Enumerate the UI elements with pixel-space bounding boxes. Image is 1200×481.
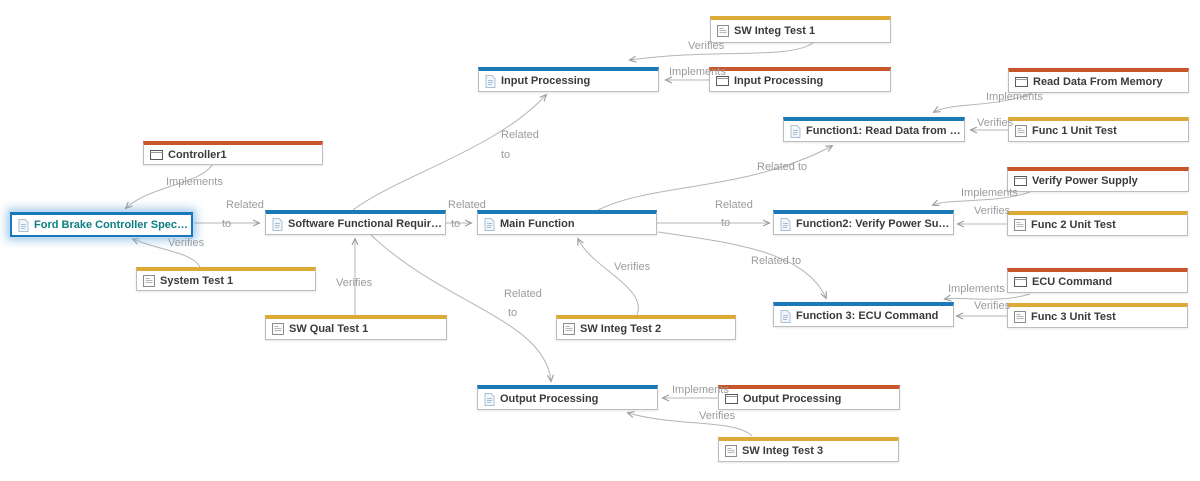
node-output-processing-spec[interactable]: Output Processing <box>477 385 658 410</box>
node-verify-power-supply-block[interactable]: Verify Power Supply <box>1007 167 1189 192</box>
node-label: ECU Command <box>1032 276 1113 288</box>
node-label: Verify Power Supply <box>1032 175 1138 187</box>
simulink-block-icon <box>716 76 729 86</box>
node-func-2-unit-test[interactable]: Func 2 Unit Test <box>1007 211 1188 236</box>
edge-label-to: to <box>222 218 232 230</box>
edge-controller1-implements-ford-brake[interactable] <box>124 164 213 210</box>
edge-verify-power-supply-implements-function2[interactable] <box>931 191 1031 207</box>
requirement-doc-icon <box>780 309 791 323</box>
node-sw-integ-test-1[interactable]: SW Integ Test 1 <box>710 16 891 43</box>
node-ecu-command-block[interactable]: ECU Command <box>1007 268 1188 293</box>
edge-label-verifies: Verifies <box>336 277 373 289</box>
edge-sw-integ-test-1-verifies-input-processing[interactable] <box>628 42 814 63</box>
requirement-doc-icon <box>484 392 495 406</box>
edge-read-data-block-implements-function1[interactable] <box>932 92 1033 113</box>
simulink-block-icon <box>725 394 738 404</box>
edge-system-test-1-verifies-ford-brake[interactable] <box>131 238 201 268</box>
edge-label-related: Related <box>226 199 264 211</box>
node-read-data-from-memory-block[interactable]: Read Data From Memory <box>1008 68 1189 93</box>
simulink-block-icon <box>1014 176 1027 186</box>
edge-label-verifies: Verifies <box>168 237 205 249</box>
node-label: System Test 1 <box>160 274 234 287</box>
edge-sfr-related-to-input-processing[interactable] <box>352 93 548 211</box>
requirement-doc-icon <box>484 217 495 231</box>
node-label: SW Integ Test 2 <box>580 323 662 335</box>
node-label: Function 3: ECU Command <box>796 310 939 322</box>
node-ford-brake-controller-specification[interactable]: Ford Brake Controller Specification <box>10 212 193 237</box>
test-icon <box>1015 125 1027 137</box>
edge-sw-integ-test-3-verifies-output-processing[interactable] <box>626 411 753 437</box>
edge-sw-integ-test-2-verifies-main-function[interactable] <box>577 237 639 316</box>
edge-label-implements: Implements <box>948 283 1005 295</box>
simulink-block-icon <box>1014 277 1027 287</box>
edge-label-to: to <box>508 307 518 319</box>
node-system-test-1[interactable]: System Test 1 <box>136 267 316 291</box>
node-func-1-unit-test[interactable]: Func 1 Unit Test <box>1008 117 1189 142</box>
test-icon <box>717 25 729 37</box>
test-icon <box>1014 311 1026 323</box>
requirement-doc-icon <box>18 218 29 232</box>
edge-label-verifies: Verifies <box>974 205 1011 217</box>
edge-label-related: Related <box>501 129 539 141</box>
node-label: Ford Brake Controller Specification <box>34 219 191 231</box>
node-label: Main Function <box>500 218 575 230</box>
edge-label-related-to: Related to <box>757 161 808 173</box>
node-label: Input Processing <box>734 75 824 87</box>
node-label: Function2: Verify Power Supply <box>796 218 953 230</box>
node-main-function[interactable]: Main Function <box>477 210 657 235</box>
node-input-processing-spec[interactable]: Input Processing <box>478 67 659 92</box>
edge-label-to: to <box>501 149 511 161</box>
requirement-doc-icon <box>485 74 496 88</box>
test-icon <box>563 323 575 335</box>
edge-label-related-to: Related to <box>751 255 802 267</box>
node-output-processing-block[interactable]: Output Processing <box>718 385 900 410</box>
requirement-doc-icon <box>780 217 791 231</box>
node-function2-verify-power-supply[interactable]: Function2: Verify Power Supply <box>773 210 954 235</box>
node-label: Output Processing <box>500 393 599 405</box>
test-icon <box>143 274 155 287</box>
edge-label-verifies: Verifies <box>974 300 1011 312</box>
node-sw-integ-test-3[interactable]: SW Integ Test 3 <box>718 437 899 462</box>
node-label: Read Data From Memory <box>1033 76 1163 88</box>
edge-label-related: Related <box>504 288 542 300</box>
node-label: SW Integ Test 3 <box>742 445 824 457</box>
test-icon <box>272 323 284 335</box>
edge-label-related: Related <box>715 199 753 211</box>
edge-ecu-command-implements-function3[interactable] <box>943 293 1031 302</box>
node-controller1-block[interactable]: Controller1 <box>143 141 323 165</box>
edge-label-implements: Implements <box>166 176 223 188</box>
node-label: Input Processing <box>501 75 591 87</box>
node-sw-qual-test-1[interactable]: SW Qual Test 1 <box>265 315 447 340</box>
node-label: SW Qual Test 1 <box>289 323 369 335</box>
edge-sfr-related-to-output-processing[interactable] <box>370 234 554 383</box>
edge-label-to: to <box>721 217 731 229</box>
requirement-doc-icon <box>790 124 801 138</box>
node-input-processing-block[interactable]: Input Processing <box>709 67 891 92</box>
edge-label-verifies: Verifies <box>699 410 736 422</box>
node-label: Func 1 Unit Test <box>1032 125 1117 137</box>
node-label: Func 2 Unit Test <box>1031 219 1116 231</box>
node-label: Function1: Read Data from Memory <box>806 125 964 137</box>
node-sw-integ-test-2[interactable]: SW Integ Test 2 <box>556 315 736 340</box>
test-icon <box>1014 219 1026 231</box>
test-icon <box>725 445 737 457</box>
node-label: Func 3 Unit Test <box>1031 311 1116 323</box>
node-func-3-unit-test[interactable]: Func 3 Unit Test <box>1007 303 1188 328</box>
edge-main-function-related-to-function3[interactable] <box>657 231 827 300</box>
requirement-doc-icon <box>272 217 283 231</box>
edge-main-function-related-to-function1[interactable] <box>597 145 834 211</box>
edge-label-to: to <box>451 218 461 230</box>
node-software-functional-requirements[interactable]: Software Functional Requirements <box>265 210 446 235</box>
node-label: Controller1 <box>168 148 227 161</box>
node-label: SW Integ Test 1 <box>734 25 816 37</box>
node-label: Software Functional Requirements <box>288 218 445 230</box>
simulink-block-icon <box>150 149 163 160</box>
node-function-3-ecu-command[interactable]: Function 3: ECU Command <box>773 302 954 327</box>
simulink-block-icon <box>1015 77 1028 87</box>
node-function1-read-data-from-memory[interactable]: Function1: Read Data from Memory <box>783 117 965 142</box>
edge-label-verifies: Verifies <box>614 261 651 273</box>
node-label: Output Processing <box>743 393 842 405</box>
